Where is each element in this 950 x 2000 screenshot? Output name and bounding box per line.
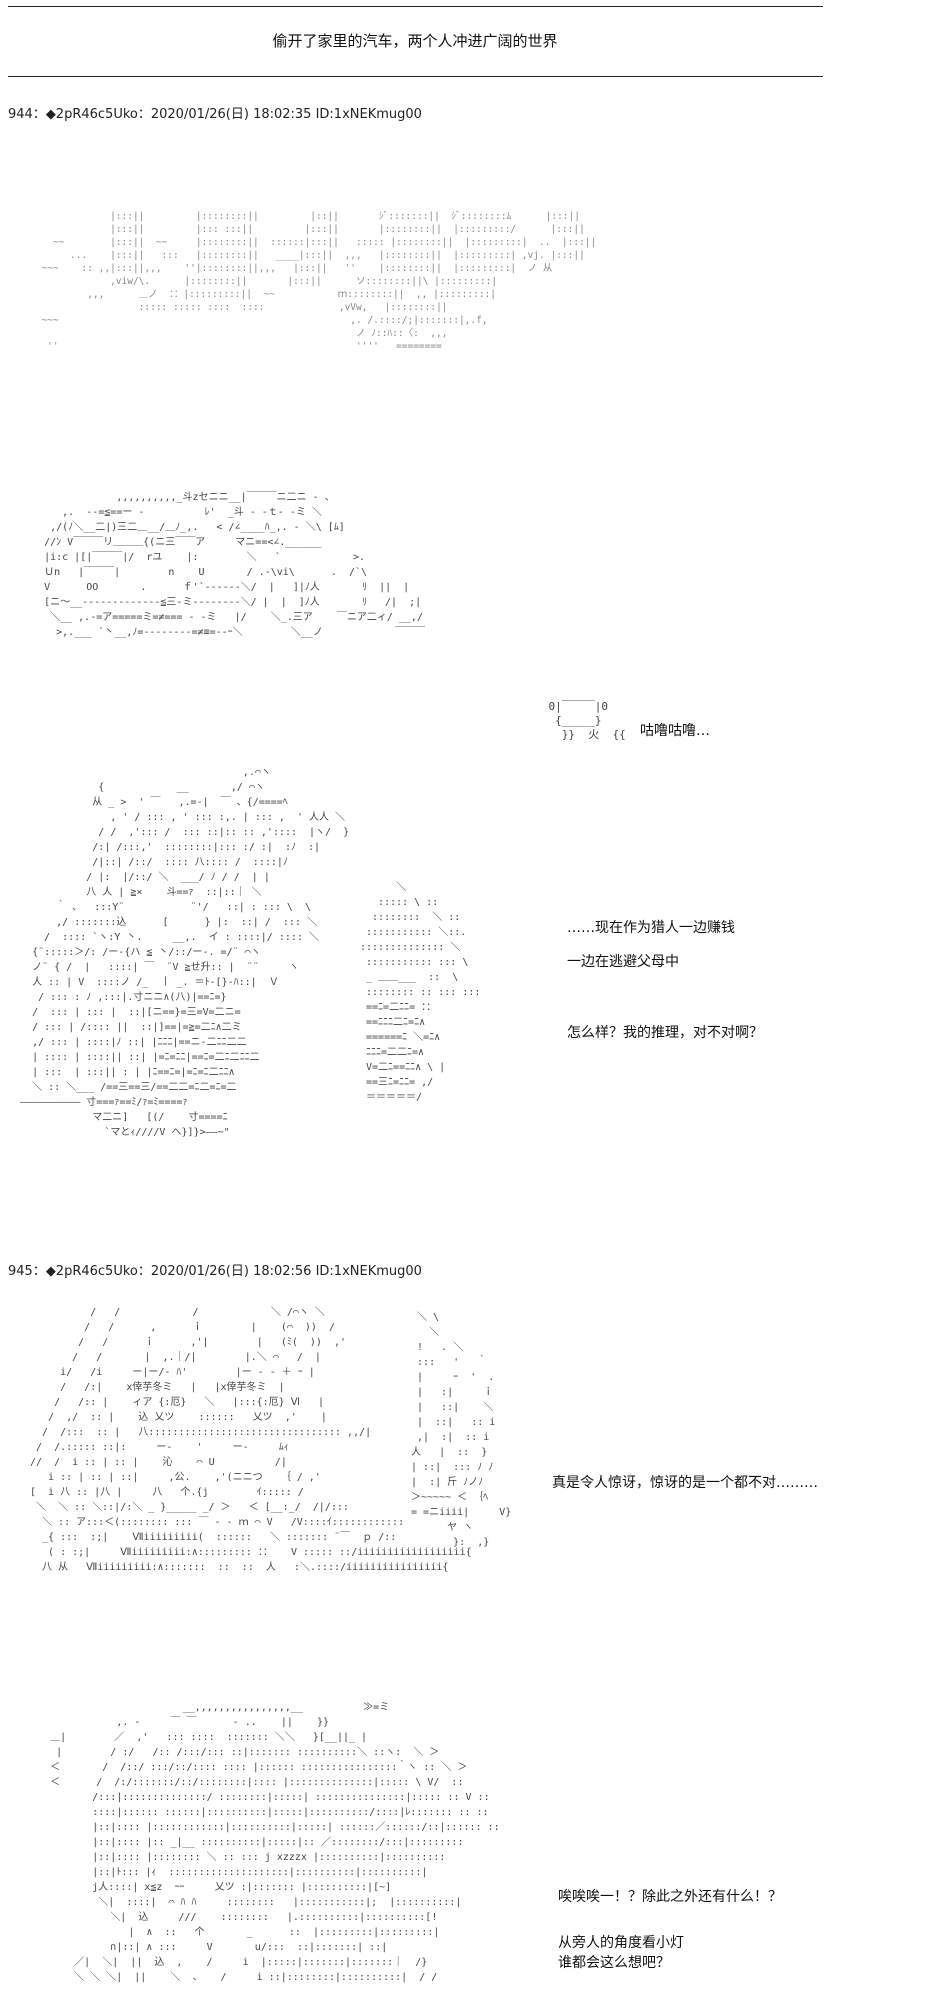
girl-surprised-art-right: ＼ \ ＼ ! . ＼ ::: ' ｀ | ｰ ' . | :| ｉ | ::|…	[411, 1312, 512, 1548]
dialogue-line: 真是令人惊讶，惊讶的是一个都不对………	[552, 1475, 818, 1491]
city-skyline-art: |:::|| |::::::::|| |::|| ｼﾞ:::::::|| ｼﾞ:…	[41, 211, 597, 352]
dialogue-line: 怎么样？我的推理，对不对啊？	[567, 1025, 763, 1041]
hat-character-art-right: ＼ ::::: \ :: :::::::: ＼ :: ::::::::::: ＼…	[360, 882, 481, 1103]
page-title: 偷开了家里的汽车，两个人冲进广阔的世界	[272, 32, 558, 50]
dialogue-line: ……现在作为猎人一边赚钱	[567, 920, 735, 936]
dialogue-line: 一边在逃避父母中	[567, 954, 679, 970]
car-art: ,,,,,,,,,,_斗zセニニ__|￣￣￣ニ二ニ ‐ 、 ,. -‐=≦==ー…	[44, 492, 426, 638]
post-header: 944：◆2pR46c5Uko：2020/01/26(日) 18:02:35 I…	[8, 107, 422, 122]
title-rule	[8, 76, 823, 77]
post-header: 945：◆2pR46c5Uko：2020/01/26(日) 18:02:56 I…	[8, 1264, 422, 1279]
dialogue-line: 咕噜咕噜…	[640, 723, 710, 739]
girl-surprised-art: / / / ＼ /⌒ヽ ＼ / / , ｉ | (⌒ )) / / / ｉ ,'…	[30, 1307, 472, 1573]
top-rule	[8, 6, 823, 7]
pot-art: 0|￣￣￣|0 {_____} }} 火 {{	[548, 700, 626, 741]
girl-shocked-art: __,,,,,,,,,,,,,,,,__ ≫=ミ ,. ‐ ￣ ￣ ‐ .. |…	[50, 1702, 500, 1983]
dialogue-line: 唉唉唉一！？除此之外还有什么！？	[558, 1889, 782, 1905]
dialogue-line: 从旁人的角度看小灯	[558, 1935, 684, 1951]
dialogue-line: 谁都会这么想吧？	[558, 1955, 670, 1971]
hat-character-art: ,.⌒ヽ { __ ,/ ⌒ヽ 从 _ > ' ￣ ,.=-| ￣ 、{/===…	[20, 767, 350, 1138]
